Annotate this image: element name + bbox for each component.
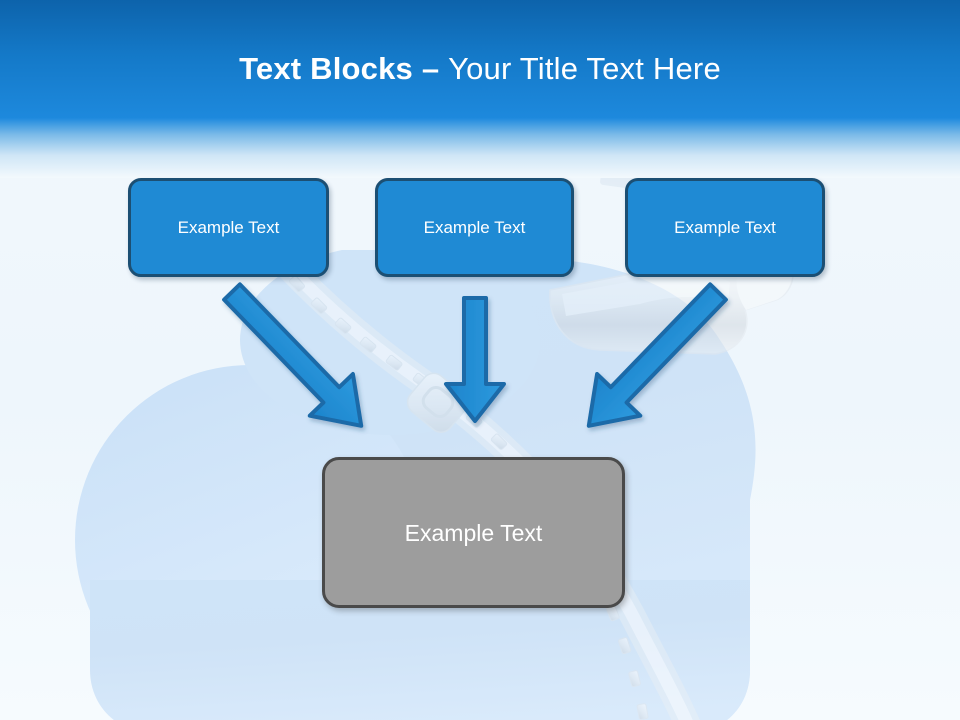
text-block-2-label: Example Text xyxy=(423,217,526,237)
text-block-1-label: Example Text xyxy=(177,217,280,237)
header-band xyxy=(0,0,960,122)
page-title-strong: Text Blocks xyxy=(239,51,413,86)
text-block-3-label: Example Text xyxy=(674,217,776,237)
page-title-dash: – xyxy=(413,51,449,86)
result-text-block[interactable]: Example Text xyxy=(322,457,625,608)
page-title-light: Your Title Text Here xyxy=(448,51,721,86)
text-block-3[interactable]: Example Text xyxy=(625,178,825,277)
page-title: Text Blocks – Your Title Text Here xyxy=(0,50,960,88)
text-block-2[interactable]: Example Text xyxy=(375,178,574,277)
header-fade xyxy=(0,118,960,178)
text-block-1[interactable]: Example Text xyxy=(128,178,329,277)
result-text-block-label: Example Text xyxy=(404,519,543,546)
